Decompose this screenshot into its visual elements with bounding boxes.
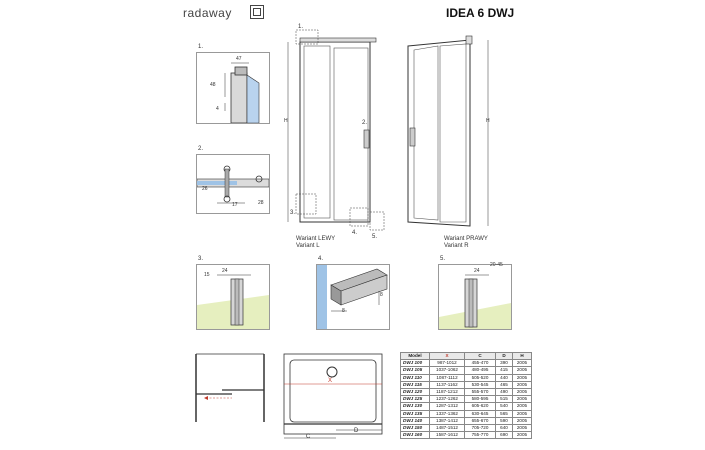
main-left-callout-5: 5. bbox=[372, 234, 378, 240]
variant-right-line-1: Wariant PRAWY bbox=[444, 236, 488, 242]
main-left-callout-2: 2. bbox=[362, 120, 368, 126]
detail-3-drawing bbox=[197, 274, 269, 329]
main-right-height-dim: H bbox=[486, 118, 490, 124]
plan-dim-d: D bbox=[354, 428, 359, 434]
detail-3-number: 3. bbox=[198, 256, 204, 262]
detail-5-dim-b: 20-45 bbox=[490, 262, 503, 268]
plan-dim-x: X bbox=[328, 378, 333, 384]
main-left-height-dim: H bbox=[284, 118, 288, 124]
detail-2-drawing bbox=[196, 165, 270, 204]
variant-right-caption: Wariant PRAWY Variant R bbox=[444, 236, 488, 250]
detail-3-dim-a: 15 bbox=[204, 272, 210, 278]
variant-left-line-1: Wariant LEWY bbox=[296, 236, 336, 242]
detail-1-height-dim: 48 bbox=[210, 82, 216, 88]
brand-logo-icon bbox=[250, 5, 264, 19]
detail-3-dim-b: 24 bbox=[222, 268, 228, 274]
detail-4-dim-a: 8 bbox=[342, 308, 345, 314]
brand-logo-text: radaway bbox=[183, 6, 232, 20]
detail-1-number: 1. bbox=[198, 44, 204, 50]
plan-dim-c: C bbox=[306, 434, 311, 440]
col-header-h: H bbox=[512, 351, 532, 361]
door-plan-drawing bbox=[195, 353, 265, 422]
detail-2-panel bbox=[196, 154, 270, 214]
detail-2-number: 2. bbox=[198, 146, 204, 152]
detail-2-dim-c: 28 bbox=[258, 200, 264, 206]
top-view-plan-drawing bbox=[283, 353, 383, 439]
variant-left-line-2: Variant L bbox=[296, 243, 320, 249]
variant-left-caption: Wariant LEWY Variant L bbox=[296, 236, 335, 250]
detail-4-drawing bbox=[317, 265, 388, 329]
col-header-d: D bbox=[495, 351, 513, 361]
detail-2-dim-a: 26 bbox=[202, 186, 208, 192]
shower-right-variant-drawing bbox=[407, 35, 489, 227]
detail-4-number: 4. bbox=[318, 256, 324, 262]
detail-5-dim-a: 24 bbox=[474, 268, 480, 274]
col-header-x: X bbox=[429, 351, 465, 361]
spec-table-header-row: Model X C D H bbox=[400, 351, 532, 361]
detail-1-panel bbox=[196, 52, 270, 124]
main-left-callout-1: 1. bbox=[298, 24, 304, 30]
detail-4-panel bbox=[316, 264, 390, 330]
detail-2-dim-b: 17 bbox=[232, 202, 238, 208]
detail-5-drawing bbox=[439, 274, 511, 329]
main-left-callout-4: 4. bbox=[352, 230, 358, 236]
shower-left-variant-drawing bbox=[287, 29, 385, 231]
main-left-callout-3: 3. bbox=[290, 210, 296, 216]
detail-5-number: 5. bbox=[440, 256, 446, 262]
col-header-model: Model bbox=[400, 351, 430, 361]
page-title: IDEA 6 DWJ bbox=[446, 6, 515, 20]
detail-5-panel bbox=[438, 264, 512, 330]
detail-3-panel bbox=[196, 264, 270, 330]
detail-1-drawing bbox=[224, 62, 260, 124]
col-header-c: C bbox=[464, 351, 496, 361]
detail-4-dim-b: 8 bbox=[380, 292, 383, 298]
detail-1-width-dim: 47 bbox=[236, 56, 242, 62]
variant-right-line-2: Variant R bbox=[444, 243, 469, 249]
detail-1-gap-dim: 4 bbox=[216, 106, 219, 112]
